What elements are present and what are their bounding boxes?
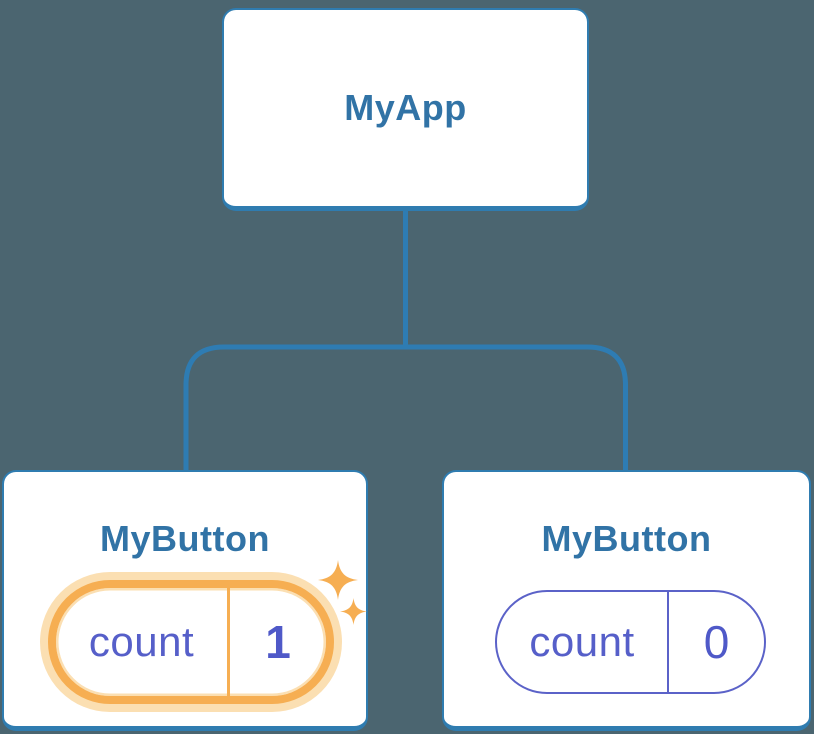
child-node-card-right: MyButton count 0 [442, 470, 811, 731]
state-value: 1 [265, 616, 291, 668]
child-node-title: MyButton [100, 518, 270, 559]
state-pill-default: count 0 [495, 590, 766, 694]
child-node-card-left: MyButton count 1 [2, 470, 368, 731]
state-label: count [88, 618, 195, 665]
state-value: 0 [703, 616, 730, 668]
state-pill-highlighted: count 1 [48, 580, 334, 704]
root-node-card: MyApp [222, 8, 589, 211]
state-label: count [529, 618, 635, 665]
connector-bracket [183, 344, 628, 472]
pill-divider [667, 592, 669, 692]
child-node-title: MyButton [541, 518, 712, 559]
root-node-title: MyApp [344, 87, 467, 128]
sparkle-large-icon [318, 560, 358, 600]
pill-divider [227, 588, 230, 696]
sparkle-small-icon [340, 598, 367, 625]
